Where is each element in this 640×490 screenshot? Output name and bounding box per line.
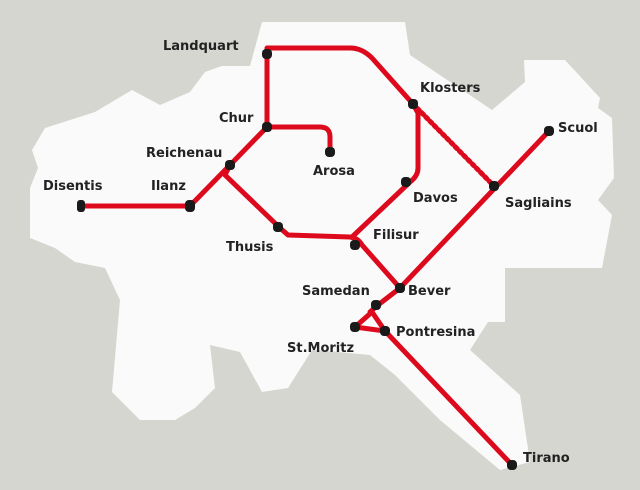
label-landquart: Landquart [163,39,239,54]
station-disentis [77,200,85,212]
line-reichenau-filisur [222,162,403,291]
station-sagliains [489,181,499,191]
label-bever: Bever [408,284,451,299]
station-landquart [262,49,272,59]
label-filisur: Filisur [373,228,419,243]
line-vereina-tunnel [410,101,497,189]
stations [77,49,554,470]
line-triangle [352,309,388,334]
station-thusis [273,222,283,232]
line-pontresina-tirano [382,328,515,468]
label-klosters: Klosters [420,81,481,96]
station-ilanz [185,200,195,212]
line-chur-arosa [264,124,333,155]
label-arosa: Arosa [313,164,355,179]
label-disentis: Disentis [43,179,103,194]
station-chur [262,122,272,132]
label-reichenau: Reichenau [146,146,223,161]
label-st-moritz: St.Moritz [287,341,355,356]
label-ilanz: Ilanz [151,179,186,194]
station-tirano [507,460,517,470]
rail-lines [78,45,552,468]
region-shape [30,22,614,470]
label-sagliains: Sagliains [505,196,572,211]
station-filisur [350,240,360,250]
station-scuol [544,126,554,136]
label-thusis: Thusis [226,240,274,255]
station-bever [395,283,405,293]
station-pontresina [380,326,390,336]
label-samedan: Samedan [302,284,370,299]
station-reichenau [225,160,235,170]
label-tirano: Tirano [523,451,570,466]
station-klosters [408,99,418,109]
station-st-moritz [350,322,360,332]
label-pontresina: Pontresina [396,325,476,340]
station-davos [401,177,411,187]
line-landquart-klosters [264,45,416,107]
label-scuol: Scuol [558,121,598,136]
station-samedan [371,300,381,310]
station-arosa [325,147,335,157]
label-davos: Davos [413,191,458,206]
label-chur: Chur [219,111,254,126]
